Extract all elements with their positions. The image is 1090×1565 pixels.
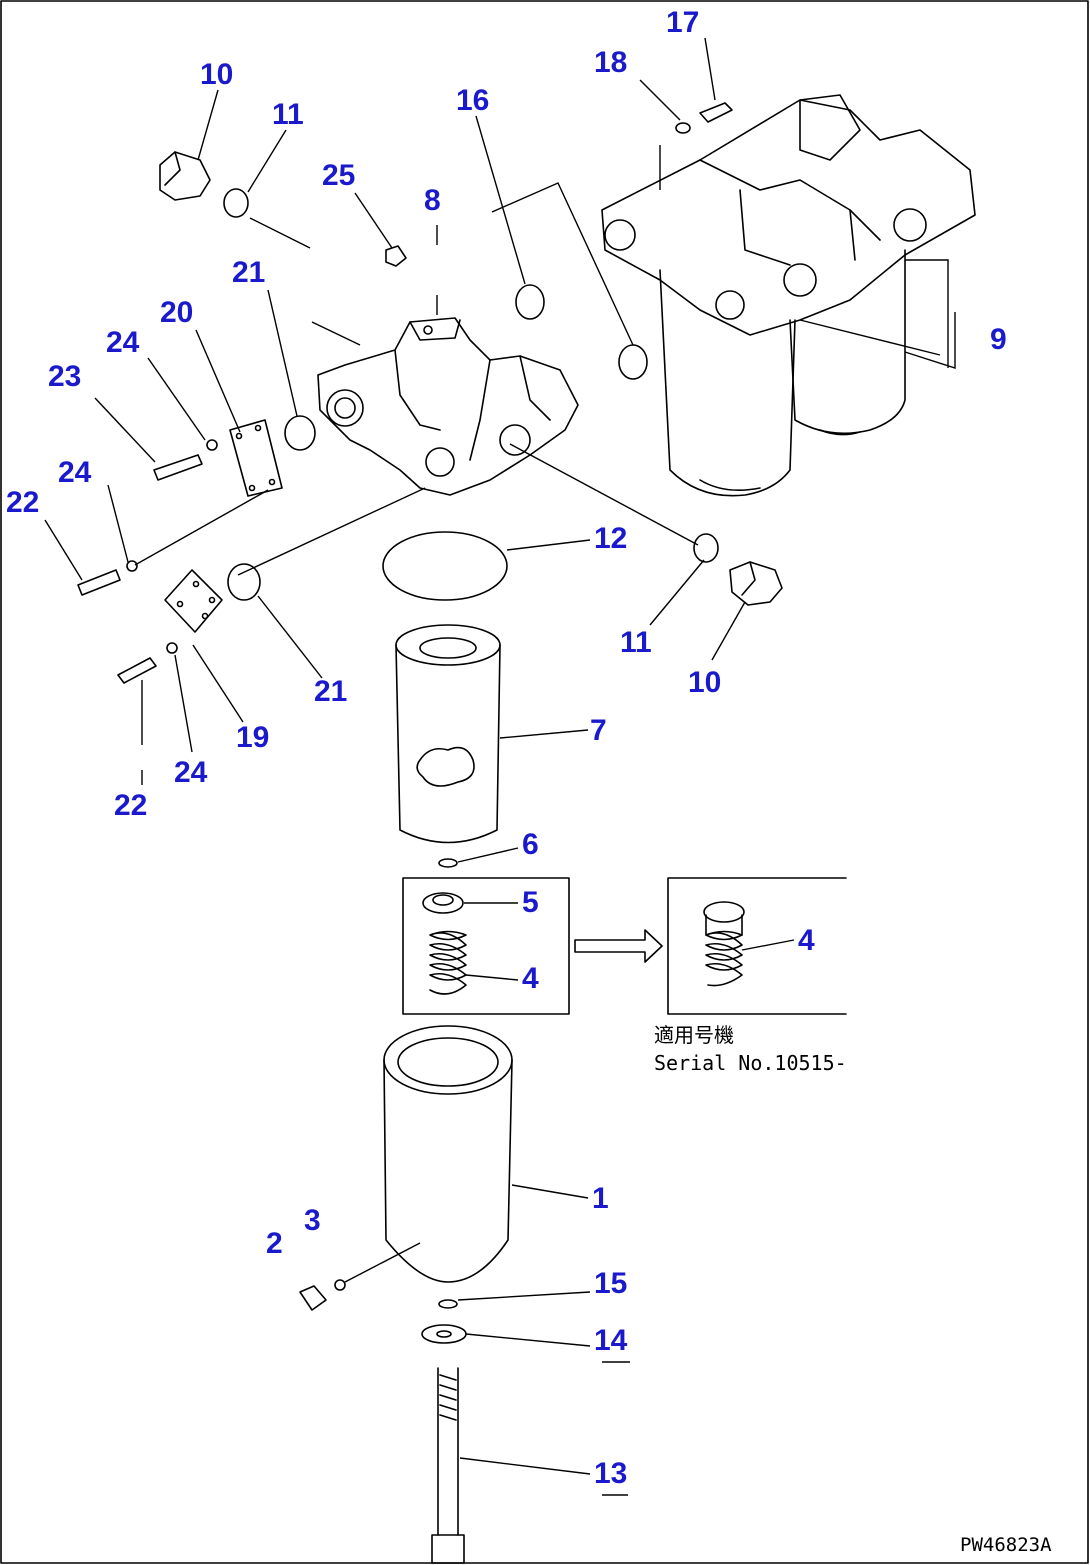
label-23: 23 [48, 360, 81, 393]
label-24-lower: 24 [174, 756, 208, 789]
o-ring-12 [382, 531, 508, 601]
serial-note: Serial No.10515- [654, 1051, 847, 1075]
plug-10-top [159, 151, 211, 201]
label-5: 5 [522, 886, 539, 919]
label-8: 8 [424, 184, 441, 217]
label-2: 2 [266, 1227, 283, 1260]
detail-box-right [667, 877, 847, 1015]
label-11-right: 11 [620, 626, 652, 659]
o-ring-21-lower [227, 563, 261, 601]
washer-24c [166, 642, 178, 654]
label-13: 13 [594, 1457, 627, 1490]
bolt-17 [699, 102, 733, 123]
filter-case [383, 1025, 513, 1283]
o-ring-16a [515, 284, 545, 320]
label-21-upper: 21 [232, 256, 265, 289]
label-22-lower: 22 [114, 789, 147, 822]
bolt-22-lower [117, 657, 157, 684]
drawing-code: PW46823A [960, 1534, 1052, 1556]
filter-assembly [601, 94, 976, 497]
label-24-upper: 24 [106, 326, 140, 359]
center-bolt [431, 1367, 465, 1564]
o-ring-16b [618, 344, 648, 380]
drain-plug [299, 1279, 346, 1311]
label-6: 6 [522, 828, 539, 861]
arrow-icon [574, 929, 663, 963]
bolt-23 [153, 454, 203, 481]
o-ring-11-right [693, 533, 719, 563]
washer-24b [126, 560, 138, 572]
plate-19 [164, 569, 223, 633]
washer-24a [206, 439, 218, 451]
label-21-lower: 21 [314, 675, 347, 708]
label-14: 14 [594, 1324, 628, 1357]
label-18: 18 [594, 46, 627, 79]
part-labels: 10 11 25 8 16 18 17 9 21 20 24 23 24 22 … [6, 6, 1007, 1490]
label-22-upper: 22 [6, 486, 39, 519]
washer-14 [421, 1324, 467, 1344]
label-16: 16 [456, 84, 489, 117]
filter-element [395, 624, 501, 844]
label-25: 25 [322, 159, 355, 192]
o-ring-15 [438, 1299, 458, 1309]
label-10-right: 10 [688, 666, 721, 699]
label-7: 7 [590, 714, 607, 747]
label-24-mid: 24 [58, 456, 92, 489]
o-ring-6 [438, 858, 458, 868]
label-20: 20 [160, 296, 193, 329]
label-19: 19 [236, 721, 269, 754]
label-4-left: 4 [522, 962, 539, 995]
plate-20 [229, 419, 283, 497]
washer-18 [675, 122, 691, 134]
label-12: 12 [594, 522, 627, 555]
label-4-right: 4 [798, 924, 815, 957]
detail-box-left [402, 877, 570, 1015]
label-15: 15 [594, 1267, 627, 1300]
o-ring-21-upper [284, 415, 316, 451]
bolt-22-upper [77, 569, 121, 596]
label-9: 9 [990, 323, 1007, 356]
plug-10-right [729, 561, 783, 606]
o-ring-11-top [223, 188, 249, 218]
leader-lines [44, 37, 956, 1496]
label-17: 17 [666, 6, 699, 39]
label-10-top: 10 [200, 58, 233, 91]
label-3: 3 [304, 1204, 321, 1237]
nut-25 [385, 245, 407, 267]
label-1: 1 [592, 1182, 609, 1215]
filter-head [317, 317, 579, 496]
label-11-top: 11 [272, 98, 304, 131]
applicability-note: 適用号機 [654, 1023, 734, 1047]
